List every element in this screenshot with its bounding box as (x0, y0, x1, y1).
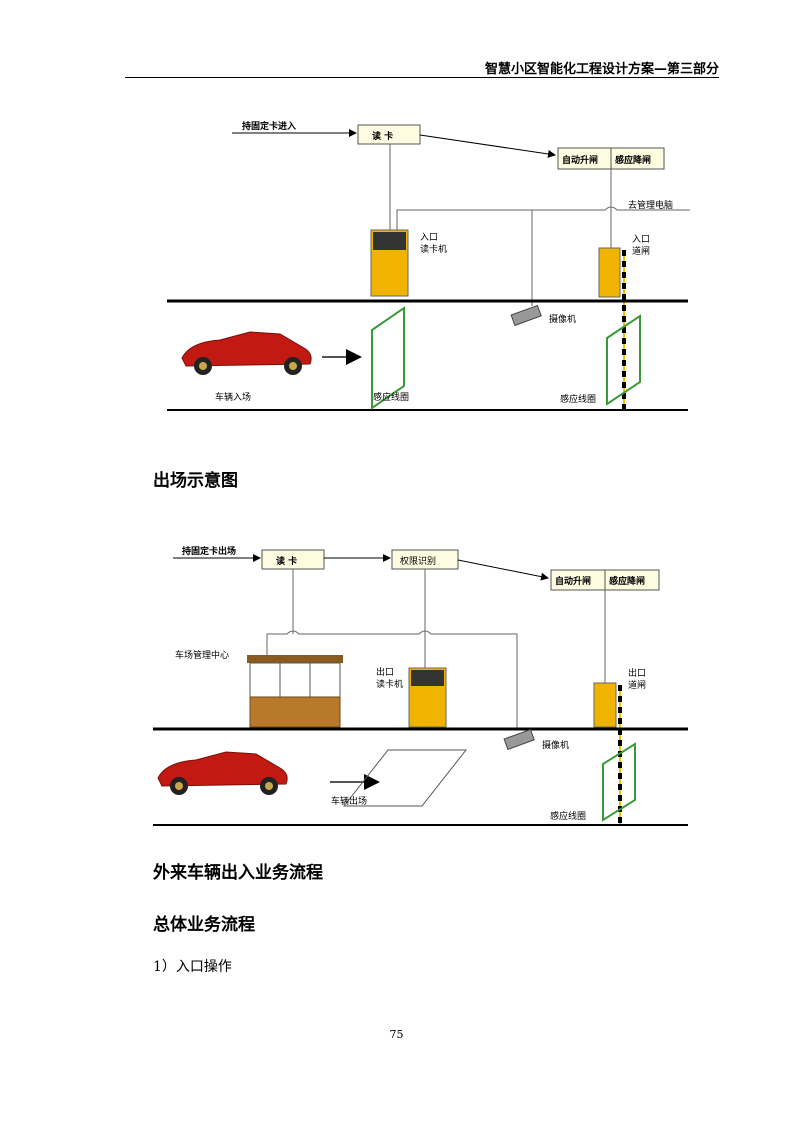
auto-raise-label: 自动升闸 (562, 154, 598, 166)
heading-visitor: 外来车辆出入业务流程 (153, 863, 323, 883)
vehicle-exit-label: 车辆出场 (331, 795, 367, 807)
exit-gate-line1: 出口 (628, 667, 646, 679)
sense-lower-label: 感应降闸 (615, 154, 651, 166)
header-rule (125, 77, 719, 78)
camera-label: 摄像机 (542, 739, 569, 751)
auto-raise-label: 自动升闸 (555, 575, 591, 587)
to-pc-label: 去管理电脑 (628, 199, 673, 211)
read-card-label: 读 卡 (372, 130, 393, 142)
card-in-label: 持固定卡进入 (242, 120, 296, 132)
exit-diagram: 持固定卡出场 读 卡 权限识别 自动升闸 感应降闸 车场管理中心 出口 读卡机 … (153, 545, 688, 826)
entry-gate-line2: 道闸 (632, 245, 650, 257)
camera-icon (510, 304, 542, 327)
exit-barrier-gate (593, 682, 617, 728)
exit-reader-line1: 出口 (376, 666, 394, 678)
loop-label: 感应线圈 (550, 810, 586, 822)
exit-gate-line2: 道闸 (628, 679, 646, 691)
entry-gate-line1: 入口 (632, 234, 650, 245)
camera-label: 摄像机 (549, 313, 576, 325)
entry-reader-line2: 读卡机 (420, 243, 447, 255)
loop1-label: 感应线圈 (373, 391, 409, 403)
permission-label: 权限识别 (400, 555, 436, 567)
loop-coil-flat (342, 749, 468, 807)
management-booth-icon (247, 655, 343, 728)
heading-overall: 总体业务流程 (153, 915, 255, 935)
read-card-box (357, 124, 421, 145)
para-entry: 1）入口操作 (153, 959, 232, 975)
loop-coil-2 (606, 314, 641, 406)
entry-diagram: 持固定卡进入 读 卡 自动升闸 感应降闸 去管理电脑 入口 读卡机 入口 道闸 … (167, 120, 690, 411)
camera-icon (503, 728, 535, 751)
mgmt-center-label: 车场管理中心 (175, 649, 229, 661)
loop-coil (602, 742, 636, 822)
entry-barrier-gate (598, 247, 621, 298)
entry-reader-line1: 入口 (420, 232, 438, 243)
sense-lower-label: 感应降闸 (609, 575, 645, 587)
exit-heading: 出场示意图 (153, 471, 238, 491)
card-out-label: 持固定卡出场 (182, 545, 236, 557)
car-icon (157, 751, 288, 795)
loop2-label: 感应线圈 (560, 393, 596, 405)
read-card-label: 读 卡 (276, 555, 297, 567)
exit-reader-line2: 读卡机 (376, 678, 403, 690)
vehicle-enter-label: 车辆入场 (215, 391, 251, 403)
car-icon (181, 331, 312, 375)
header-title: 智慧小区智能化工程设计方案—第三部分 (484, 62, 719, 77)
page-number: 75 (389, 1028, 404, 1041)
loop-coil-1 (371, 306, 405, 410)
